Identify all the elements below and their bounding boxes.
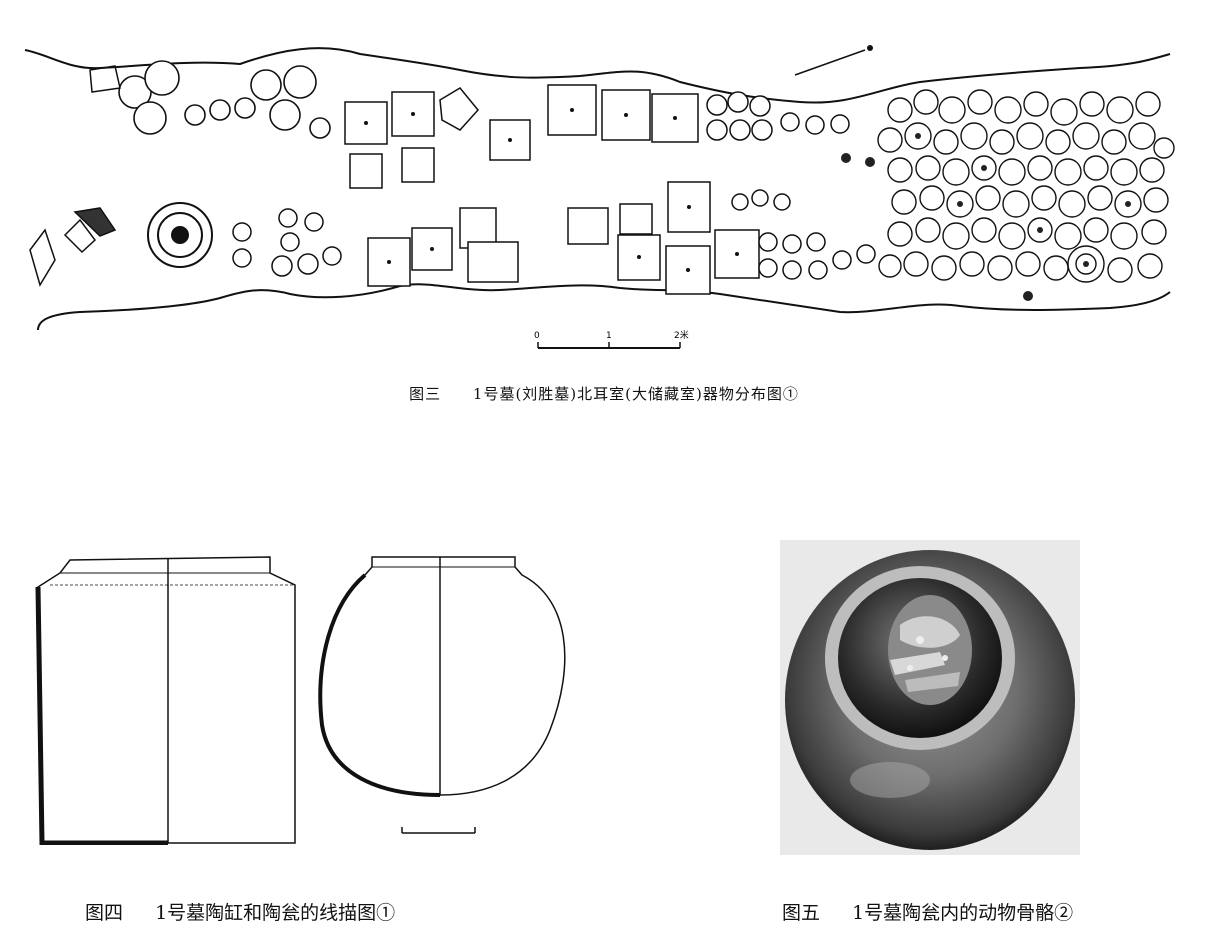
figure5-title: 1号墓陶瓮内的动物骨骼② [852, 902, 1074, 924]
vessel-cluster-left-lower [232, 208, 342, 277]
animal-bones [888, 595, 972, 705]
urn-bones-photo [780, 540, 1080, 855]
scale-bar: 0 1 2米 [534, 329, 689, 349]
urn-scale-bar [401, 827, 476, 834]
scale-label-2: 2米 [674, 329, 689, 341]
vessel-cluster-middle [706, 91, 876, 280]
figure3-caption: 图三 1号墓(刘胜墓)北耳室(大储藏室)器物分布图① [0, 383, 1208, 404]
figure4-number: 图四 [85, 902, 124, 924]
jar-and-urn-line-drawing [35, 556, 566, 845]
storage-room-plan-drawing: 0 1 2米 [24, 45, 1175, 349]
disc-vessel [147, 202, 213, 268]
figure4-caption: 图四 1号墓陶缸和陶瓮的线描图① [85, 898, 395, 925]
north-arrow-icon [794, 45, 873, 76]
fragment-group [29, 65, 121, 287]
box-group-lower [367, 181, 760, 295]
scale-label-0: 0 [534, 331, 540, 341]
pottery-urn-drawing [318, 556, 566, 797]
north-wall-outline [24, 47, 1171, 104]
vessel-cluster-right [877, 89, 1175, 283]
figure3-title: 1号墓(刘胜墓)北耳室(大储藏室)器物分布图① [472, 385, 799, 403]
figure5-number: 图五 [782, 902, 821, 924]
pottery-jar-drawing [35, 556, 296, 845]
scale-label-1: 1 [606, 331, 612, 341]
box-group-upper [344, 84, 699, 189]
south-wall-outline [37, 283, 1171, 331]
figure4-title: 1号墓陶缸和陶瓮的线描图① [155, 902, 396, 924]
vessel-cluster-left [118, 60, 331, 139]
figure3-number: 图三 [409, 385, 442, 403]
figure5-caption: 图五 1号墓陶瓮内的动物骨骼② [782, 898, 1073, 925]
